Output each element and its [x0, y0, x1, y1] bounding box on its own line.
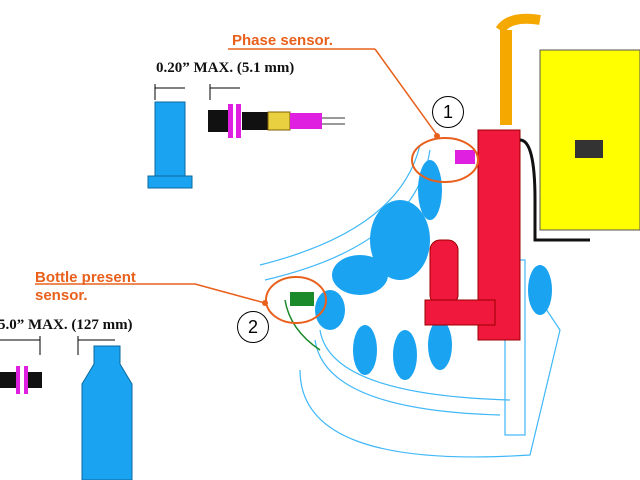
phase-sensor-label: Phase sensor. — [232, 32, 333, 49]
phase-sensor-dimension: 0.20” MAX. (5.1 mm) — [156, 60, 295, 76]
bottle-present-sensor-label-line1: Bottle present — [35, 269, 136, 286]
bottle-present-sensor-dimension: 5.0” MAX. (127 mm) — [0, 317, 133, 333]
bottle-present-sensor-label: Bottle present sensor. — [35, 269, 136, 305]
callout-number-2: 2 — [237, 311, 269, 343]
callout-lines — [35, 48, 479, 324]
bottle-present-sensor-label-line2: sensor. — [35, 287, 88, 304]
machine — [284, 13, 640, 351]
phase-sensor-detail — [147, 84, 345, 189]
bottle-present-sensor-detail — [0, 336, 133, 480]
callout-number-1: 1 — [432, 96, 464, 128]
bottles — [315, 160, 552, 380]
